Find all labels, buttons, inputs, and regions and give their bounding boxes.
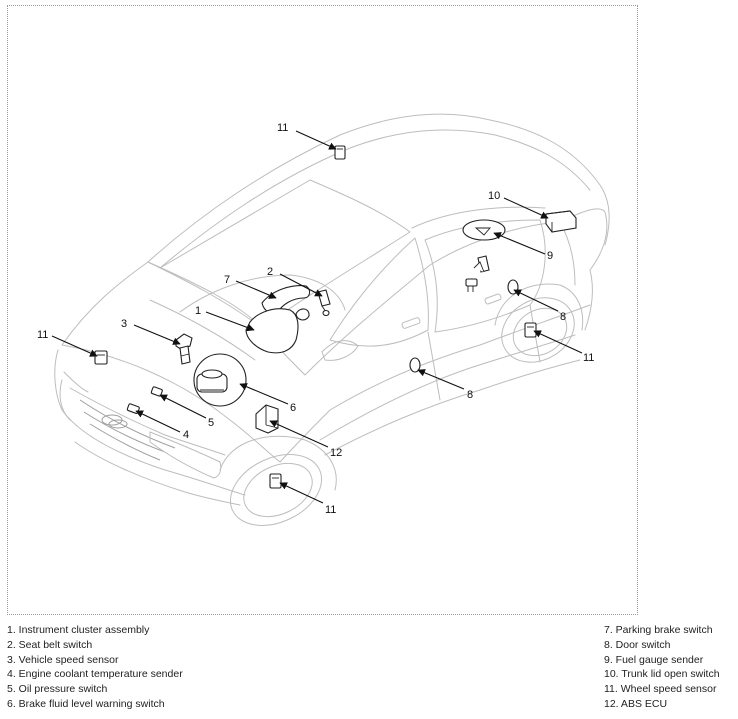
leader-5 (159, 394, 207, 419)
component-fuel-gauge-sender (462, 219, 506, 292)
callout-4: 4 (183, 429, 189, 441)
callout-11-left: 11 (37, 329, 48, 341)
leader-7 (235, 280, 277, 299)
leader-6 (239, 383, 289, 405)
callout-11-bottom: 11 (325, 504, 336, 516)
leader-11-top (295, 130, 337, 150)
component-abs-ecu (255, 404, 279, 434)
component-vehicle-speed-sensor (175, 333, 193, 365)
callout-2: 2 (267, 266, 273, 278)
component-trunk-lid-open-switch (545, 210, 577, 233)
callout-3: 3 (121, 318, 127, 330)
legend-item: 9. Fuel gauge sender (604, 653, 704, 666)
callout-12: 12 (330, 447, 342, 459)
leader-12 (269, 420, 329, 448)
component-instrument-cluster-assembly (245, 308, 299, 354)
callout-7: 7 (224, 274, 230, 286)
legend-item: 6. Brake fluid level warning switch (7, 697, 165, 710)
callout-6: 6 (290, 402, 296, 414)
callout-1: 1 (195, 305, 201, 317)
callout-9: 9 (547, 250, 553, 262)
leader-11-bottom (279, 482, 324, 504)
component-oil-pressure-switch (150, 386, 163, 397)
legend-item: 10. Trunk lid open switch (604, 668, 720, 681)
component-wheel-speed-sensor-front-left (94, 350, 108, 365)
leader-10 (503, 197, 549, 219)
callout-11-rear: 11 (583, 352, 594, 364)
legend-item: 2. Seat belt switch (7, 638, 93, 651)
component-door-switch-rear (507, 279, 519, 295)
figure-frame (7, 5, 638, 615)
legend-left: 1. Instrument cluster assembly 2. Seat b… (7, 623, 183, 712)
legend-item: 7. Parking brake switch (604, 624, 713, 636)
legend-item: 5. Oil pressure switch (7, 683, 108, 696)
component-wheel-speed-sensor-rear (524, 322, 537, 338)
legend-item: 11. Wheel speed sensor (604, 683, 717, 696)
leader-8-rear (513, 289, 559, 312)
leader-3 (133, 324, 181, 345)
legend-right: 7. Parking brake switch 8. Door switch 9… (604, 623, 720, 712)
leader-8-front (417, 369, 465, 390)
leader-11-left (51, 335, 98, 357)
component-seat-belt-switch (317, 289, 331, 317)
callout-10: 10 (488, 190, 500, 202)
legend-item: 3. Vehicle speed sensor (7, 653, 119, 666)
callout-11-top: 11 (277, 122, 288, 134)
callout-8-front: 8 (467, 389, 473, 401)
legend-item: 4. Engine coolant temperature sender (7, 668, 183, 681)
component-wheel-speed-sensor-front-wheel (269, 473, 282, 489)
legend-item: 1. Instrument cluster assembly (7, 624, 150, 636)
car-body-outline (54, 113, 610, 526)
component-brake-fluid-level-warning-switch (193, 353, 247, 407)
leader-9 (493, 232, 546, 255)
legend-item: 8. Door switch (604, 638, 671, 651)
leader-1 (205, 311, 255, 332)
legend-item: 12. ABS ECU (604, 697, 668, 710)
leader-lines (51, 130, 583, 504)
leader-2 (279, 273, 323, 297)
leader-11-rear (533, 330, 583, 354)
callout-8-rear: 8 (560, 311, 566, 323)
callout-numbers: 11 10 9 2 7 1 8 3 11 11 8 6 5 4 12 11 (37, 122, 594, 516)
leader-4 (135, 410, 181, 433)
callout-5: 5 (208, 417, 214, 429)
component-wheel-speed-sensor-front-right (334, 145, 346, 160)
component-door-switch-front (409, 357, 421, 373)
